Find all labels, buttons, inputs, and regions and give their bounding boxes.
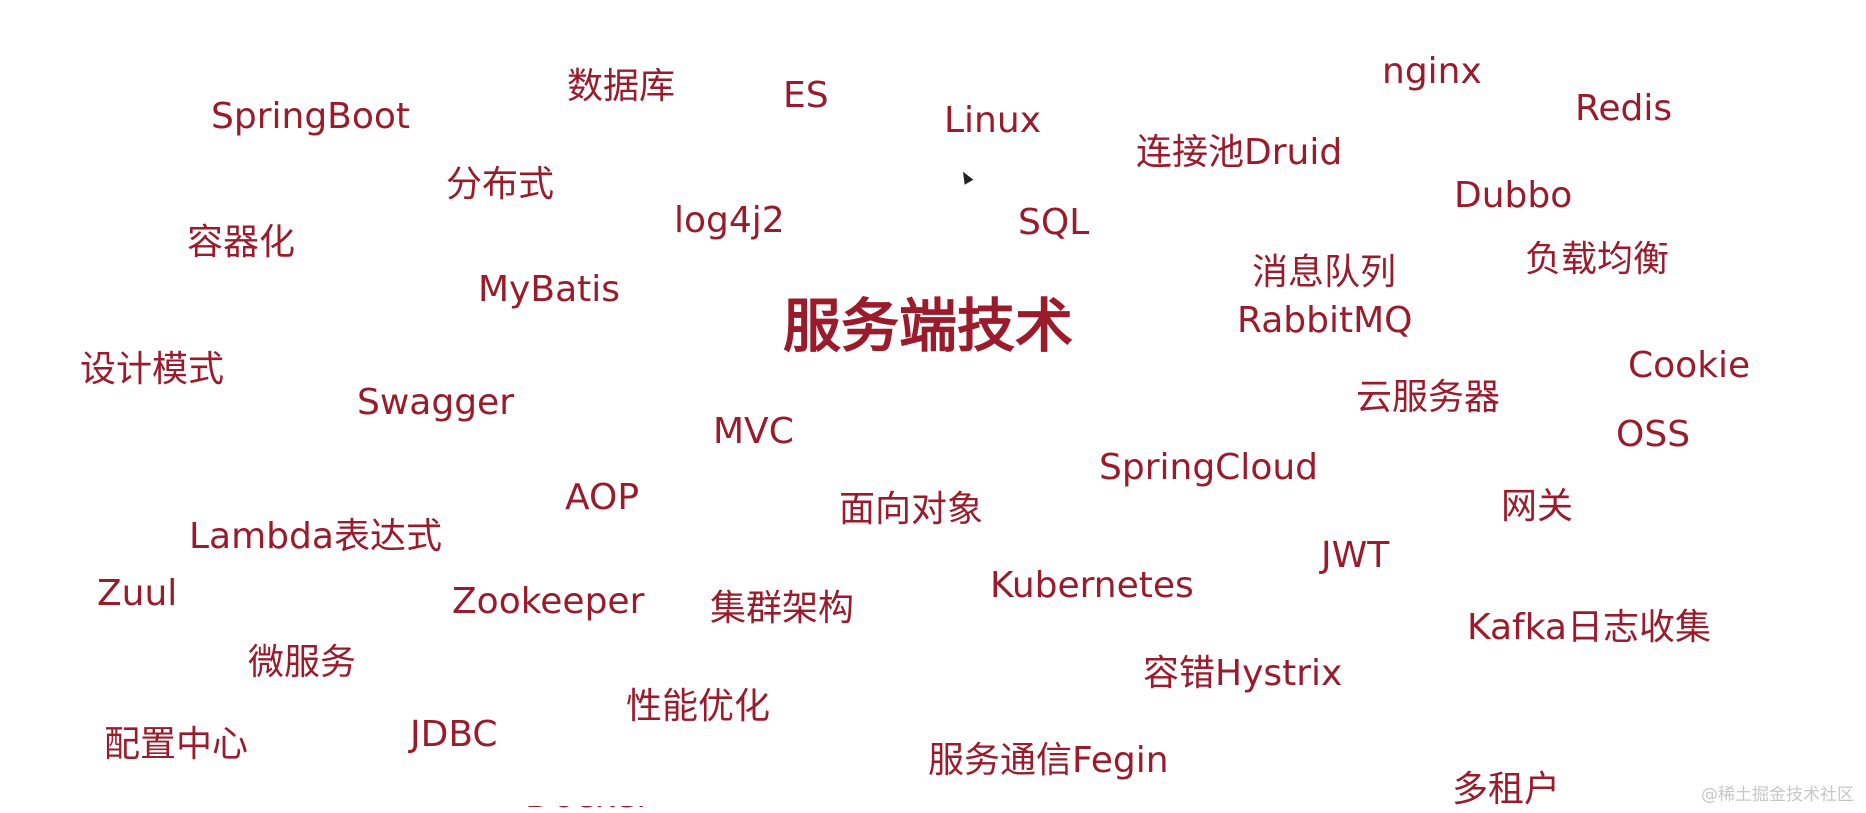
word-database: 数据库 — [567, 66, 676, 107]
word-hystrix: 容错Hystrix — [1143, 653, 1343, 694]
word-druid: 连接池Druid — [1136, 132, 1343, 173]
word-linux: Linux — [944, 100, 1041, 141]
partially-visible-word: Docker — [525, 806, 665, 813]
word-lambda: Lambda表达式 — [189, 516, 442, 557]
word-kafka: Kafka日志收集 — [1467, 607, 1711, 648]
word-kubernetes: Kubernetes — [990, 565, 1194, 606]
word-sql: SQL — [1018, 202, 1090, 243]
word-mvc: MVC — [713, 411, 794, 452]
word-config-center: 配置中心 — [104, 724, 249, 765]
word-fegin: 服务通信Fegin — [928, 740, 1169, 781]
word-nginx: nginx — [1382, 51, 1482, 92]
word-log4j2: log4j2 — [674, 200, 785, 241]
watermark: @稀土掘金技术社区 — [1701, 785, 1854, 805]
word-cloud-server: 云服务器 — [1356, 377, 1501, 418]
word-object-oriented: 面向对象 — [839, 489, 984, 530]
word-design-patterns: 设计模式 — [80, 349, 225, 390]
word-microservices: 微服务 — [248, 642, 357, 683]
word-dubbo: Dubbo — [1454, 175, 1573, 216]
word-jdbc: JDBC — [410, 714, 498, 755]
word-message-queue: 消息队列 — [1252, 252, 1397, 293]
word-rabbitmq: RabbitMQ — [1237, 300, 1413, 341]
word-zuul: Zuul — [97, 573, 178, 614]
word-distributed: 分布式 — [446, 164, 555, 205]
center-title: 服务端技术 — [783, 292, 1074, 360]
word-es: ES — [783, 75, 829, 116]
word-performance: 性能优化 — [626, 686, 771, 727]
word-zookeeper: Zookeeper — [452, 581, 645, 622]
word-redis: Redis — [1575, 88, 1673, 129]
word-gateway: 网关 — [1501, 486, 1574, 527]
word-swagger: Swagger — [357, 382, 515, 423]
word-jwt: JWT — [1321, 535, 1390, 576]
word-springboot: SpringBoot — [211, 96, 411, 137]
word-mybatis: MyBatis — [478, 269, 620, 310]
word-aop: AOP — [565, 477, 640, 518]
word-oss: OSS — [1616, 414, 1691, 455]
mouse-cursor-icon — [958, 169, 974, 185]
word-load-balancing: 负载均衡 — [1525, 239, 1670, 280]
word-multi-tenant: 多租户 — [1452, 769, 1561, 810]
word-cookie: Cookie — [1628, 345, 1751, 386]
word-springcloud: SpringCloud — [1099, 447, 1319, 488]
word-containerization: 容器化 — [187, 222, 296, 263]
word-cluster-architecture: 集群架构 — [710, 588, 855, 629]
